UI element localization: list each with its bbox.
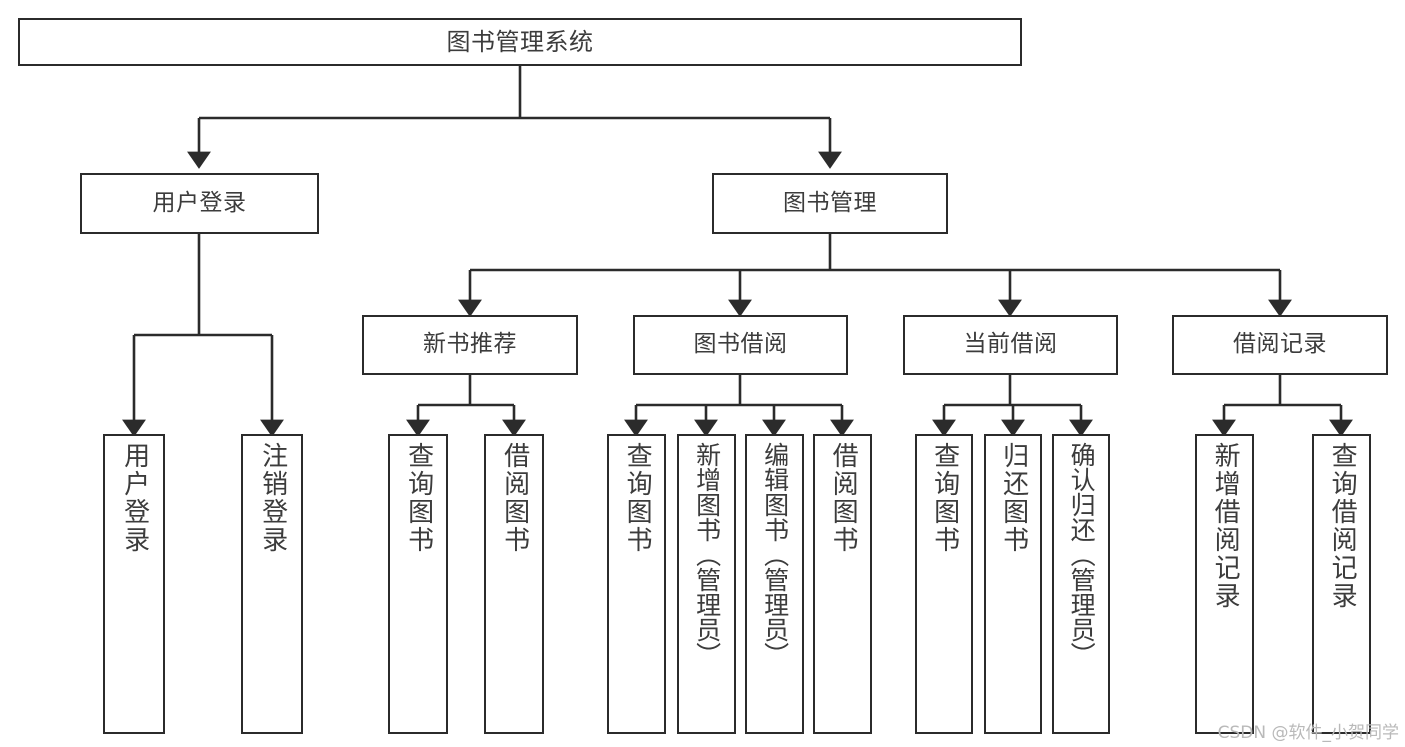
- node-label: 查询图书: [929, 442, 960, 554]
- node-label: 注销登录: [257, 442, 288, 554]
- node-current-borrow[interactable]: 当前借阅: [903, 315, 1118, 375]
- node-book-management[interactable]: 图书管理: [712, 173, 948, 234]
- node-label: 查询图书: [403, 442, 434, 554]
- node-label: 查询借阅记录: [1327, 442, 1358, 610]
- node-new-book-recommend[interactable]: 新书推荐: [362, 315, 578, 375]
- node-label: 归还图书: [998, 442, 1029, 554]
- node-label: 编辑图书（管理员）: [760, 442, 790, 667]
- leaf-add-book-admin[interactable]: 新增图书（管理员）: [677, 434, 736, 734]
- leaf-return-book[interactable]: 归还图书: [984, 434, 1042, 734]
- node-user-login[interactable]: 用户登录: [80, 173, 319, 234]
- leaf-borrow-book[interactable]: 借阅图书: [813, 434, 872, 734]
- leaf-query-borrow-record[interactable]: 查询借阅记录: [1312, 434, 1371, 734]
- node-label: 确认归还（管理员）: [1067, 442, 1097, 667]
- leaf-query-book-recommend[interactable]: 查询图书: [388, 434, 448, 734]
- node-root-system[interactable]: 图书管理系统: [18, 18, 1022, 66]
- node-book-borrow[interactable]: 图书借阅: [633, 315, 848, 375]
- leaf-query-book-borrow[interactable]: 查询图书: [607, 434, 666, 734]
- node-label: 用户登录: [119, 442, 150, 554]
- node-label: 用户登录: [152, 189, 247, 216]
- node-label: 新增借阅记录: [1210, 442, 1241, 610]
- leaf-edit-book-admin[interactable]: 编辑图书（管理员）: [745, 434, 804, 734]
- leaf-confirm-return-admin[interactable]: 确认归还（管理员）: [1052, 434, 1110, 734]
- node-label: 借阅图书: [499, 442, 530, 554]
- node-label: 借阅图书: [828, 442, 859, 554]
- leaf-logout[interactable]: 注销登录: [241, 434, 303, 734]
- leaf-borrow-book-recommend[interactable]: 借阅图书: [484, 434, 544, 734]
- leaf-query-book-current[interactable]: 查询图书: [915, 434, 973, 734]
- node-label: 新增图书（管理员）: [692, 442, 722, 667]
- leaf-add-borrow-record[interactable]: 新增借阅记录: [1195, 434, 1254, 734]
- node-label: 图书管理系统: [446, 27, 594, 56]
- node-label: 借阅记录: [1233, 331, 1327, 358]
- node-label: 图书管理: [783, 189, 877, 216]
- leaf-user-login[interactable]: 用户登录: [103, 434, 165, 734]
- node-label: 图书借阅: [693, 331, 788, 358]
- node-label: 查询图书: [622, 442, 653, 554]
- node-label: 新书推荐: [423, 331, 517, 358]
- node-label: 当前借阅: [963, 331, 1058, 358]
- watermark-text: CSDN @软件_小贺同学: [1217, 723, 1399, 743]
- node-borrow-record[interactable]: 借阅记录: [1172, 315, 1388, 375]
